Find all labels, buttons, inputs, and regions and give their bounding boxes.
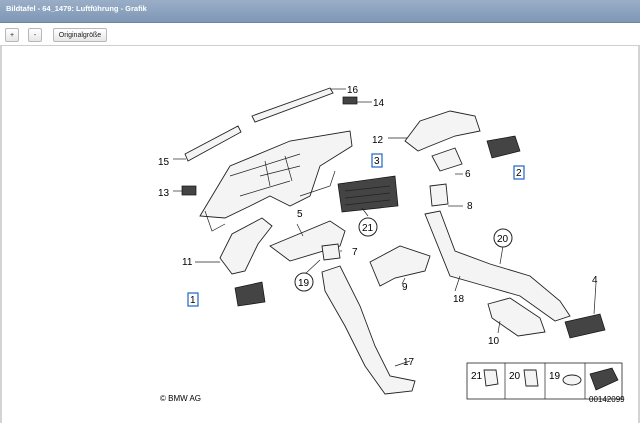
circle-20 <box>493 228 513 248</box>
part-7-clip <box>321 243 341 261</box>
label-2[interactable]: 2 <box>516 168 522 179</box>
label-1[interactable]: 1 <box>190 295 196 306</box>
dashboard-outline <box>199 130 353 232</box>
legend-19[interactable]: 19 <box>549 371 561 382</box>
label-8[interactable]: 8 <box>467 201 473 212</box>
label-13[interactable]: 13 <box>158 188 170 199</box>
frame-right[interactable] <box>638 46 640 423</box>
label-10[interactable]: 10 <box>488 336 500 347</box>
part-13-grille <box>181 185 197 196</box>
part-5-duct <box>269 220 346 262</box>
brand-footer: © BMW AG <box>160 394 201 403</box>
label-18[interactable]: 18 <box>453 294 465 305</box>
window-title-bar: Bildtafel - 64_1479: Luftführung - Grafi… <box>0 0 640 23</box>
part-12-duct <box>404 110 481 152</box>
part-3-center-vent <box>337 175 399 213</box>
circle-21 <box>358 217 378 237</box>
label-12[interactable]: 12 <box>372 135 384 146</box>
window-title: Bildtafel - 64_1479: Luftführung - Grafi… <box>6 4 147 13</box>
legend-21[interactable]: 21 <box>471 371 483 382</box>
part-4-vent <box>564 313 606 339</box>
label-17[interactable]: 17 <box>403 357 415 368</box>
part-10-elbow <box>487 297 546 337</box>
part-14-grille <box>342 96 358 105</box>
part-6-connector <box>431 147 463 172</box>
part-1-vent <box>234 281 266 307</box>
original-size-button[interactable]: Originalgröße <box>53 28 107 42</box>
label-14[interactable]: 14 <box>373 98 385 109</box>
frame-left <box>0 46 2 423</box>
label-16[interactable]: 16 <box>347 85 359 96</box>
toolbar: + - Originalgröße <box>0 23 640 46</box>
legend-19-nut-shape <box>562 374 582 386</box>
label-6[interactable]: 6 <box>465 169 471 180</box>
part-9-bracket <box>369 245 431 287</box>
legend-strip: 21 20 19 <box>466 362 623 400</box>
part-11-duct <box>219 217 273 275</box>
part-8-elbow <box>429 183 449 207</box>
circle-19 <box>294 272 314 292</box>
label-3[interactable]: 3 <box>374 156 380 167</box>
label-9[interactable]: 9 <box>402 282 408 293</box>
label-15[interactable]: 15 <box>158 157 170 168</box>
legend-21-clip-shape <box>483 369 499 387</box>
part-2-vent <box>486 135 521 159</box>
zoom-out-button[interactable]: - <box>28 28 42 42</box>
legend-arrow-shape <box>589 367 619 391</box>
label-4[interactable]: 4 <box>592 275 598 286</box>
legend-20-clip-shape <box>523 369 539 387</box>
part-16-strip <box>251 87 334 123</box>
label-1-box <box>187 292 199 307</box>
label-2-box <box>513 165 525 180</box>
part-17-duct <box>321 265 416 395</box>
image-id: 00142099 <box>589 395 625 404</box>
circle-19-label[interactable]: 19 <box>298 278 310 289</box>
zoom-in-button[interactable]: + <box>5 28 19 42</box>
label-7[interactable]: 7 <box>352 247 358 258</box>
parts-diagram: 16 14 12 15 13 3 2 6 8 5 7 11 9 1 18 4 1… <box>158 85 625 404</box>
circle-21-label[interactable]: 21 <box>362 223 374 234</box>
part-15-strip <box>184 125 242 162</box>
label-5[interactable]: 5 <box>297 209 303 220</box>
label-11[interactable]: 11 <box>182 257 193 268</box>
circle-20-label[interactable]: 20 <box>497 234 509 245</box>
part-18-duct <box>424 210 571 322</box>
legend-20[interactable]: 20 <box>509 371 521 382</box>
label-3-box <box>371 153 383 168</box>
